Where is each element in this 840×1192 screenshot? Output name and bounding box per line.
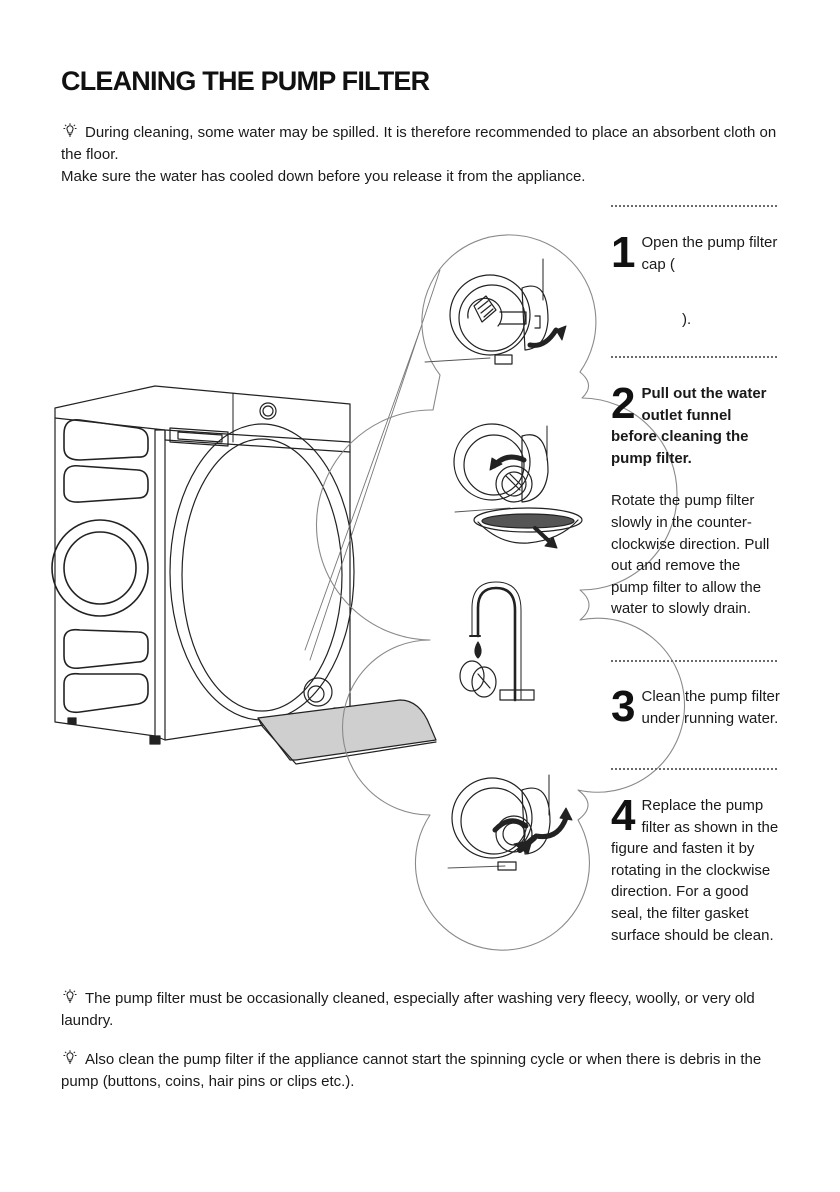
step-number: 2 — [611, 379, 636, 428]
divider — [611, 205, 777, 207]
lightbulb-icon — [63, 989, 77, 1003]
callout-2-drawing — [453, 423, 583, 549]
lightbulb-icon — [63, 1050, 77, 1064]
note-1: The pump filter must be occasionally cle… — [61, 989, 755, 1029]
step-4: 4 Replace the pump filter as shown in th… — [611, 791, 781, 946]
callout-1-drawing — [424, 258, 567, 365]
washing-machine-drawing — [51, 269, 441, 765]
step-number: 4 — [611, 791, 636, 840]
callout-4-drawing — [447, 774, 573, 871]
step-number: 1 — [611, 228, 636, 277]
step-2: 2 Pull out the water outlet funnel befor… — [611, 379, 781, 620]
step-number: 3 — [611, 682, 636, 731]
step-text-end: ). — [682, 311, 692, 329]
step-3: 3 Clean the pump filter under running wa… — [611, 682, 781, 731]
note-2: Also clean the pump filter if the applia… — [61, 1050, 762, 1090]
intro-tip: During cleaning, some water may be spill… — [61, 122, 791, 188]
step-text: Replace the pump filter as shown in the … — [611, 797, 779, 944]
page-title: CLEANING THE PUMP FILTER — [61, 66, 430, 96]
step-text: Pull out the water outlet funnel before … — [611, 385, 767, 467]
intro-tip-line1: During cleaning, some water may be spill… — [61, 123, 777, 163]
step-1: 1 Open the pump filter cap ( ). — [611, 228, 781, 331]
divider — [611, 660, 777, 662]
step-text: Rotate the pump filter slowly in the cou… — [611, 492, 770, 618]
divider — [611, 768, 777, 770]
lightbulb-icon — [63, 123, 77, 137]
intro-tip-line2: Make sure the water has cooled down befo… — [61, 168, 586, 185]
step-text: Open the pump filter cap ( — [641, 234, 778, 273]
step-text: Clean the pump filter under running wate… — [641, 688, 780, 727]
divider — [611, 356, 777, 358]
callout-3-drawing — [459, 581, 535, 702]
